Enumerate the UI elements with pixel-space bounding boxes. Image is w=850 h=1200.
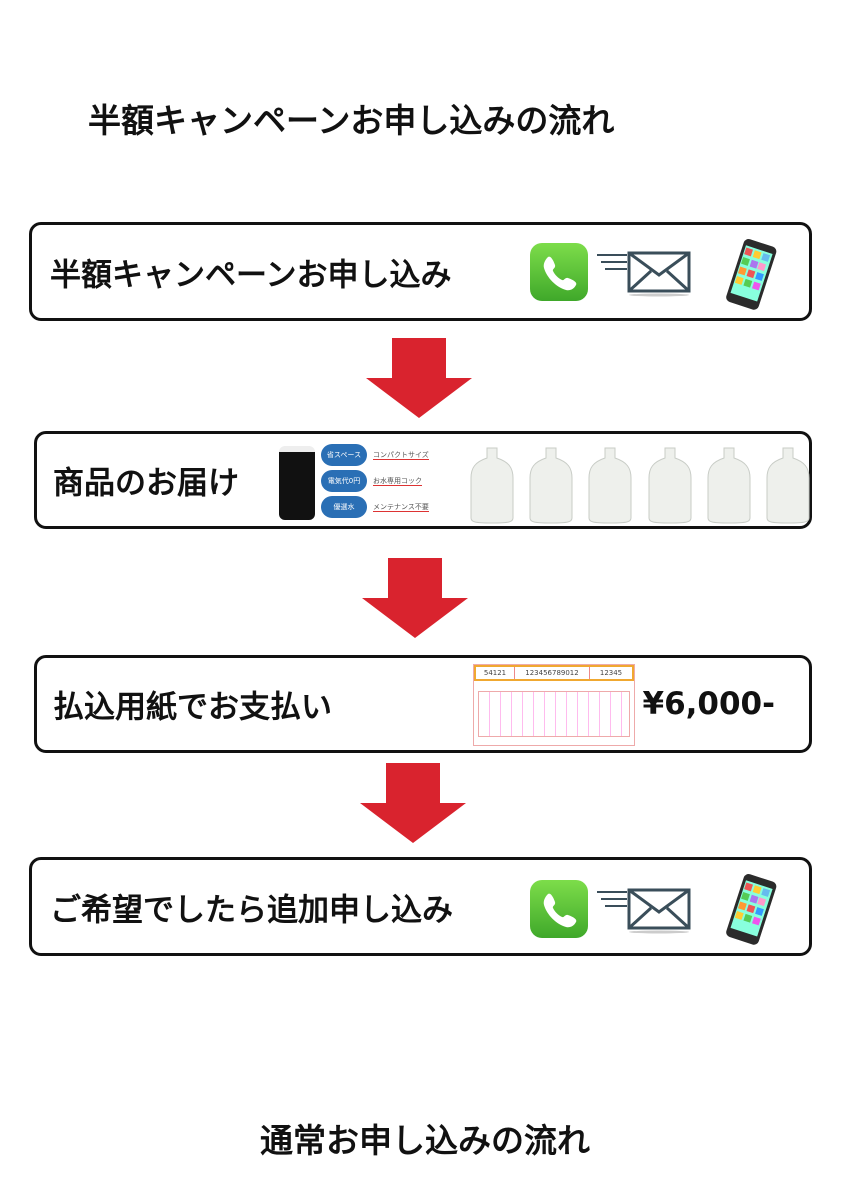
down-arrow-icon [362, 558, 468, 638]
step-delivery: 商品のお届け 省スペース 電気代0円 優選水 コンパクトサイズ お水専用コック … [34, 431, 812, 529]
phone-icon[interactable] [530, 243, 588, 301]
payment-slip-image: 54121 123456789012 12345 [473, 664, 635, 746]
down-arrow-icon [366, 338, 472, 418]
slip-field: 12345 [599, 669, 623, 677]
water-bottle-icon [648, 447, 692, 524]
water-server-image: 省スペース 電気代0円 優選水 コンパクトサイズ お水専用コック メンテナンス不… [277, 442, 463, 524]
water-bottle-icon [470, 447, 514, 524]
water-bottle-icon [588, 447, 632, 524]
down-arrow-icon [360, 763, 466, 843]
step-label: 払込用紙でお支払い [53, 689, 332, 726]
step-additional-apply: ご希望でしたら追加申し込み [29, 857, 812, 956]
price: ¥6,000- [642, 686, 776, 722]
water-bottle-icon [766, 447, 810, 524]
feature-title: メンテナンス不要 [373, 503, 429, 512]
feature-title: お水専用コック [373, 477, 422, 486]
feature-title: コンパクトサイズ [373, 451, 429, 460]
smartphone-icon[interactable] [720, 874, 780, 946]
step-label: ご希望でしたら追加申し込み [50, 892, 453, 928]
phone-icon[interactable] [530, 880, 588, 938]
step-payment: 払込用紙でお支払い 54121 123456789012 12345 ¥6,00… [34, 655, 812, 753]
slip-field: 123456789012 [515, 667, 590, 679]
mail-icon[interactable] [597, 247, 692, 297]
mail-icon[interactable] [597, 884, 692, 934]
page-title: 半額キャンペーンお申し込みの流れ [88, 101, 615, 140]
feature-badge: 電気代0円 [321, 470, 367, 492]
step-label: 半額キャンペーンお申し込み [50, 257, 452, 293]
slip-field: 54121 [476, 667, 515, 679]
water-bottles-image [469, 446, 811, 524]
smartphone-icon[interactable] [720, 239, 780, 311]
feature-badge: 優選水 [321, 496, 367, 518]
step-apply-campaign: 半額キャンペーンお申し込み [29, 222, 812, 321]
section-title-regular: 通常お申し込みの流れ [260, 1121, 590, 1160]
feature-badge: 省スペース [321, 444, 367, 466]
step-label: 商品のお届け [53, 465, 239, 502]
water-server-icon [279, 446, 315, 520]
water-bottle-icon [529, 447, 573, 524]
water-bottle-icon [707, 447, 751, 524]
